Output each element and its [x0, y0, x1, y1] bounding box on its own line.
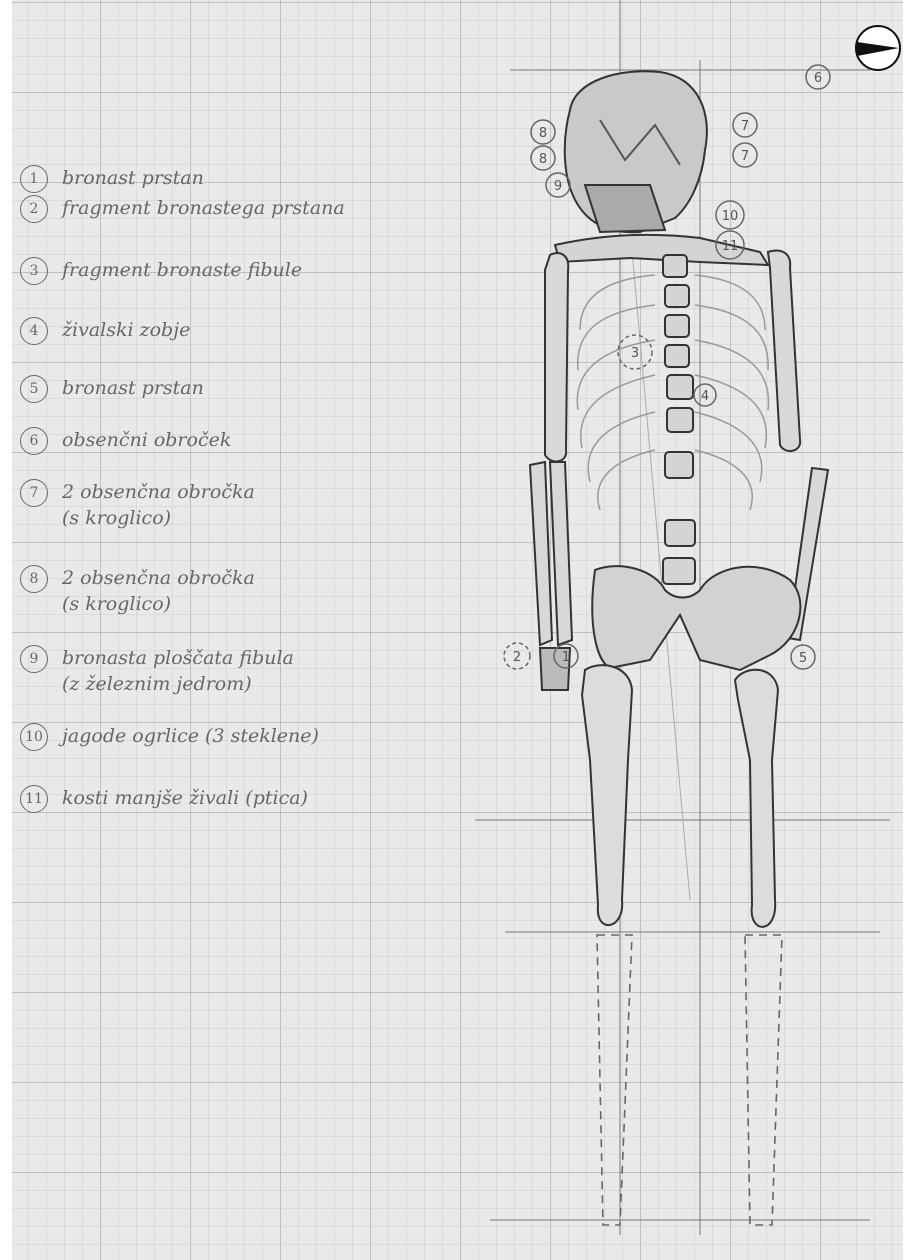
marker-label: 6: [814, 71, 822, 86]
find-marker-10: 10: [716, 201, 744, 229]
marker-label: 11: [722, 239, 739, 254]
marker-label: 7: [741, 149, 749, 164]
marker-label: 1: [562, 650, 570, 665]
find-marker-2: 2: [504, 643, 530, 669]
find-marker-9: 9: [546, 173, 570, 197]
find-marker-7b: 7: [733, 143, 757, 167]
torso: [555, 235, 768, 584]
marker-label: 3: [631, 346, 639, 361]
marker-label: 9: [554, 179, 562, 194]
marker-label: 7: [741, 119, 749, 134]
pelvis: [592, 566, 800, 670]
north-arrow-icon: [856, 26, 900, 70]
find-marker-7a: 7: [733, 113, 757, 137]
find-marker-3: 3: [618, 335, 652, 369]
marker-label: 5: [799, 651, 807, 666]
find-marker-5: 5: [791, 645, 815, 669]
find-marker-8a: 8: [531, 120, 555, 144]
find-marker-8b: 8: [531, 146, 555, 170]
skull: [565, 71, 707, 232]
legs: [582, 665, 778, 927]
find-marker-6: 6: [806, 65, 830, 89]
marker-label: 8: [539, 126, 547, 141]
marker-label: 10: [722, 209, 739, 224]
marker-label: 2: [513, 650, 521, 665]
marker-label: 8: [539, 152, 547, 167]
lower-legs-outline: [597, 935, 782, 1225]
marker-label: 4: [701, 389, 709, 404]
find-marker-4: 4: [694, 384, 716, 406]
